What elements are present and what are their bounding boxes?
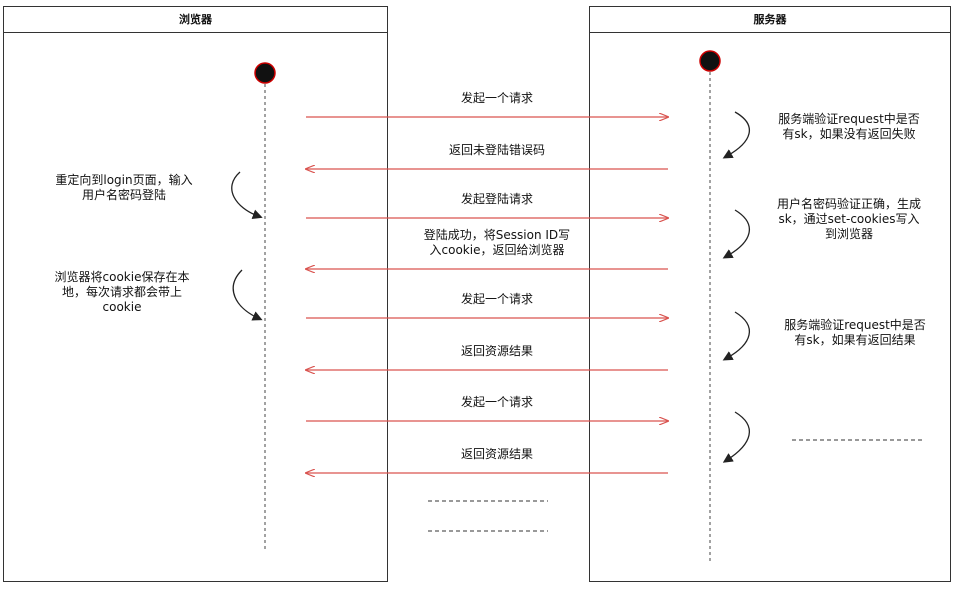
message-label-5: 发起一个请求 [460, 292, 533, 306]
browser-note-2: 浏览器将cookie保存在本 地，每次请求都会带上 cookie [54, 270, 190, 314]
server-note-1: 服务端验证request中是否 有sk，如果没有返回失败 [778, 112, 920, 141]
message-label-4: 登陆成功，将Session ID写 入cookie，返回给浏览器 [423, 228, 571, 257]
server-note-3: 服务端验证request中是否 有sk，如果有返回结果 [784, 318, 926, 347]
server-self-arrow-4 [722, 411, 751, 463]
server-self-arrow-1 [722, 111, 751, 159]
server-start-node [699, 50, 721, 72]
server-lane: 服务器 [589, 6, 951, 582]
message-label-8: 返回资源结果 [460, 447, 533, 461]
server-note-2: 用户名密码验证正确，生成 sk，通过set-cookies写入 到浏览器 [776, 197, 921, 241]
browser-self-arrow-2 [232, 269, 263, 321]
browser-start-node [254, 62, 276, 84]
browser-lane: 浏览器 [3, 6, 388, 582]
browser-self-arrow-1 [231, 171, 263, 219]
message-label-1: 发起一个请求 [460, 91, 533, 105]
message-arrows [306, 117, 668, 473]
server-lane-title: 服务器 [590, 7, 950, 33]
browser-lane-title: 浏览器 [4, 7, 387, 33]
message-label-6: 返回资源结果 [460, 344, 533, 358]
browser-note-1: 重定向到login页面，输入 用户名密码登陆 [55, 173, 193, 202]
message-label-3: 发起登陆请求 [460, 192, 533, 206]
server-self-arrow-3 [722, 311, 751, 361]
message-label-7: 发起一个请求 [460, 395, 533, 409]
server-self-arrow-2 [722, 209, 751, 259]
message-label-2: 返回未登陆错误码 [448, 143, 545, 157]
